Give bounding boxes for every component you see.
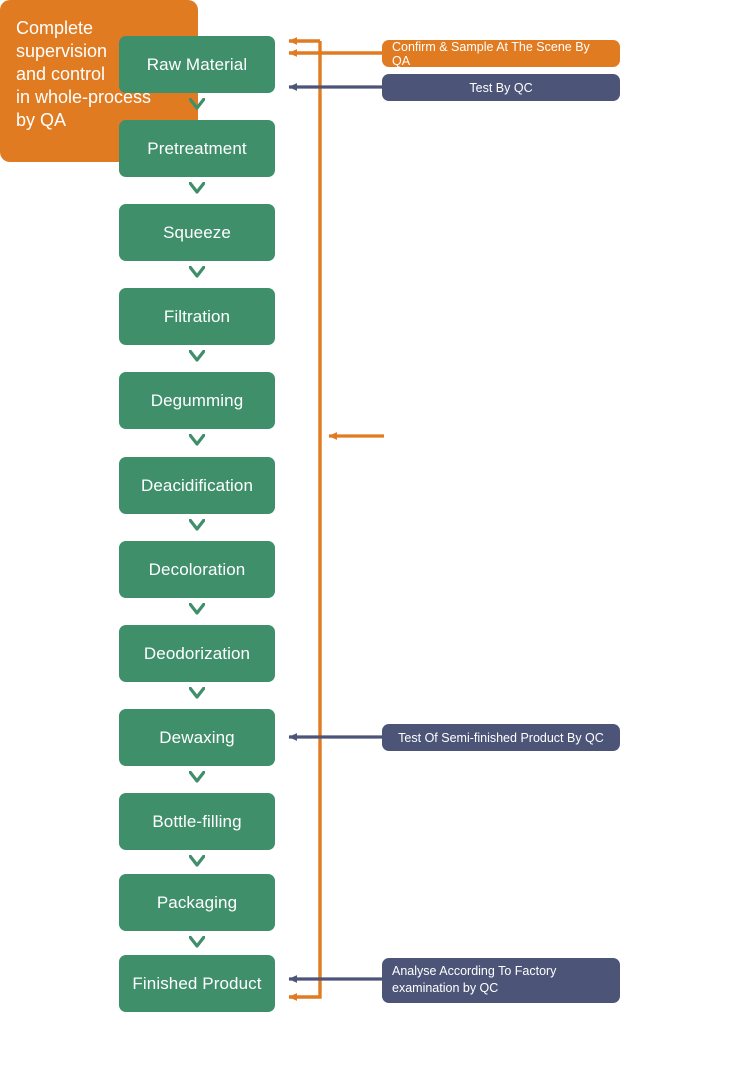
process-node-label: Deacidification <box>140 475 254 495</box>
note-test-semi-finished-qc[interactable]: Test Of Semi-finished Product By QC <box>382 724 620 751</box>
flow-arrow-8 <box>119 683 275 703</box>
flow-arrow-7 <box>119 599 275 619</box>
flow-arrow-5 <box>119 430 275 450</box>
flow-arrow-4 <box>119 346 275 366</box>
process-node-label: Packaging <box>156 892 238 912</box>
process-node-decoloration[interactable]: Decoloration <box>119 541 275 598</box>
process-node-dewaxing[interactable]: Dewaxing <box>119 709 275 766</box>
note-line-3: and control <box>16 64 106 85</box>
flow-arrow-6 <box>119 515 275 535</box>
note-complete-supervision-qa[interactable]: Complete supervision and control in whol… <box>0 0 198 162</box>
process-node-deodorization[interactable]: Deodorization <box>119 625 275 682</box>
note-line-1: Complete <box>16 18 94 38</box>
note-line-5: by QA <box>16 110 67 131</box>
flow-arrow-3 <box>119 262 275 282</box>
flow-arrow-2 <box>119 178 275 198</box>
process-node-deacidification[interactable]: Deacidification <box>119 457 275 514</box>
note-line-2: supervision <box>16 41 108 62</box>
process-node-label: Filtration <box>163 306 231 326</box>
process-node-raw-material[interactable]: Raw Material <box>119 36 275 93</box>
note-line-4: in whole-process <box>16 87 152 108</box>
process-node-filtration[interactable]: Filtration <box>119 288 275 345</box>
process-node-finished-product[interactable]: Finished Product <box>119 955 275 1012</box>
process-node-bottle-filling[interactable]: Bottle-filling <box>119 793 275 850</box>
process-node-label: Squeeze <box>163 222 231 242</box>
flow-arrow-9 <box>119 767 275 787</box>
process-node-label: Pretreatment <box>147 138 247 158</box>
process-node-label: Raw Material <box>146 54 248 74</box>
note-confirm-sample-qa[interactable]: Confirm & Sample At The Scene By QA <box>382 39 620 68</box>
process-node-packaging[interactable]: Packaging <box>119 874 275 931</box>
note-factory-examination-qc[interactable]: Analyse According To Factory examination… <box>382 958 620 1003</box>
process-node-label: Finished Product <box>132 973 262 993</box>
flow-arrow-1 <box>119 94 275 114</box>
note-line-2: examination by QC <box>392 980 499 995</box>
flow-arrow-11 <box>119 932 275 952</box>
qa-supervision-spine <box>288 37 322 1001</box>
process-node-label: Bottle-filling <box>152 811 242 831</box>
note-label: Confirm & Sample At The Scene By QA <box>392 39 590 68</box>
process-node-squeeze[interactable]: Squeeze <box>119 204 275 261</box>
note-label: Test By QC <box>469 80 533 95</box>
note-label: Test Of Semi-finished Product By QC <box>398 730 604 745</box>
process-node-label: Deodorization <box>143 643 251 663</box>
note-test-by-qc[interactable]: Test By QC <box>382 74 620 101</box>
flow-arrow-10 <box>119 851 275 871</box>
process-node-label: Degumming <box>150 390 244 410</box>
process-node-pretreatment[interactable]: Pretreatment <box>119 120 275 177</box>
note-line-1: Analyse According To Factory <box>392 964 557 978</box>
process-node-degumming[interactable]: Degumming <box>119 372 275 429</box>
process-node-label: Dewaxing <box>159 727 235 747</box>
process-node-label: Decoloration <box>148 559 246 579</box>
